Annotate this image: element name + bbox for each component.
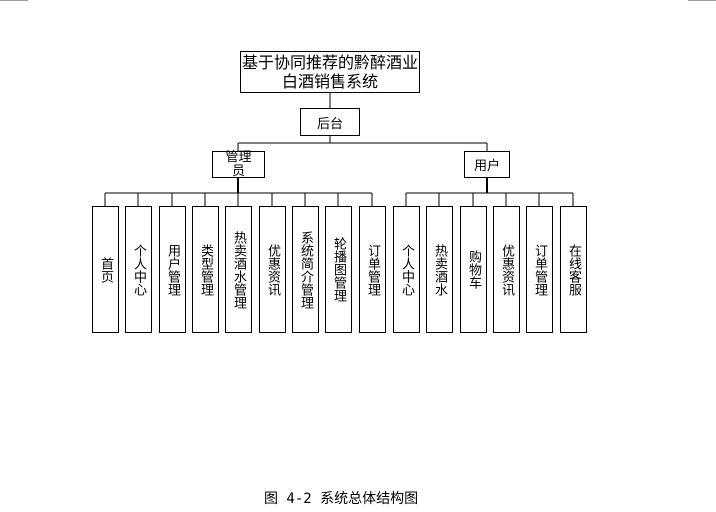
page-corner-mark-right (688, 0, 716, 1)
user-module-box: 购物车 (460, 206, 487, 333)
user-module-box: 热卖酒水 (426, 206, 453, 333)
admin-module-box: 用户管理 (159, 206, 186, 333)
user-role-box: 用户 (464, 151, 510, 178)
admin-module-box: 热卖酒水管理 (225, 206, 252, 333)
page-corner-mark-left (0, 0, 28, 1)
admin-module-box: 首页 (92, 206, 119, 333)
admin-role-box: 管理员 (212, 150, 265, 178)
figure-caption: 图 4-2 系统总体结构图 (264, 491, 419, 507)
user-module-box: 在线客服 (560, 206, 587, 333)
user-module-box: 优惠资讯 (493, 206, 520, 333)
backend-box: 后台 (300, 108, 360, 136)
system-title-box: 基于协同推荐的黔醉酒业白酒销售系统 (240, 51, 420, 93)
admin-module-box: 轮播图管理 (325, 206, 352, 333)
admin-module-box: 系统简介管理 (292, 206, 319, 333)
admin-module-box: 优惠资讯 (259, 206, 286, 333)
admin-module-box: 订单管理 (359, 206, 386, 333)
admin-module-box: 类型管理 (192, 206, 219, 333)
admin-module-box: 个人中心 (125, 206, 152, 333)
user-module-box: 订单管理 (526, 206, 553, 333)
user-module-box: 个人中心 (393, 206, 420, 333)
